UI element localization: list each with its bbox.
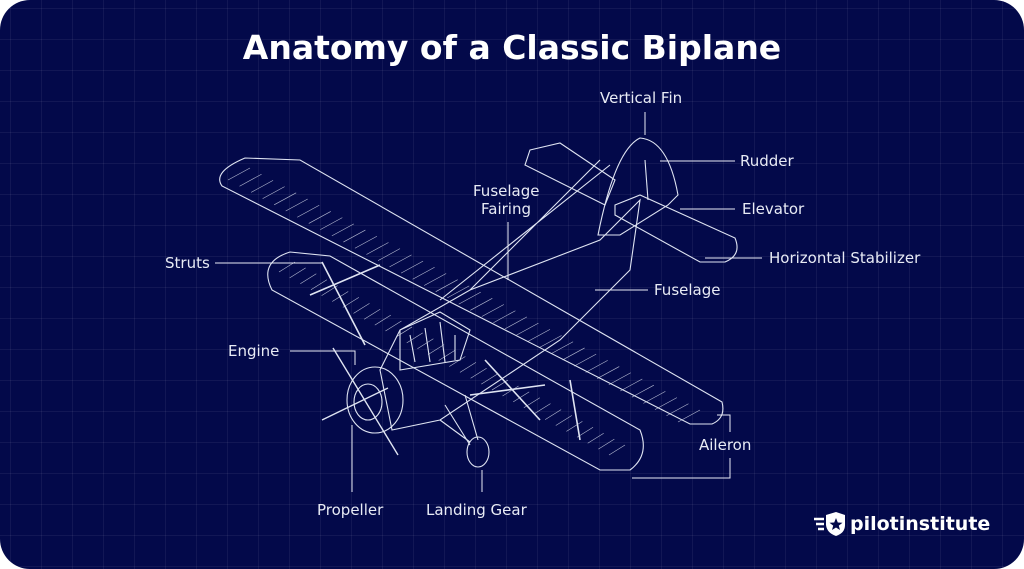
propeller	[321, 347, 399, 456]
wing-rib-line	[343, 229, 366, 243]
wing-rib-line	[527, 329, 551, 342]
upper-wing	[219, 157, 724, 425]
label-engine: Engine	[228, 342, 280, 360]
wing-rib-line	[406, 332, 423, 344]
wing-rib-line	[412, 267, 435, 280]
wing-rib-line	[598, 438, 615, 450]
wing-rib-line	[608, 444, 626, 456]
wing-rib-line	[534, 403, 551, 414]
page-title: Anatomy of a Classic Biplane	[242, 28, 782, 67]
wing-rib-line	[364, 308, 381, 320]
wing-rib-line	[289, 267, 306, 279]
wing-rib-line	[631, 384, 654, 398]
wing-rib-line	[377, 248, 401, 261]
wing-rib-line	[523, 397, 540, 409]
shield-star-icon	[814, 512, 845, 536]
wing-rib-line	[470, 368, 487, 379]
wing-rib-line	[481, 373, 498, 385]
wing-rib-line	[493, 310, 516, 323]
wing-rib-line	[677, 409, 701, 423]
wing-rib-line	[424, 273, 447, 286]
wing-rib-line	[308, 211, 331, 224]
wing-rib-line	[310, 279, 328, 290]
wing-rib-line	[374, 314, 391, 326]
wing-rib-line	[666, 403, 689, 417]
wing-rib-line	[597, 366, 620, 379]
wing-rib-line	[555, 415, 572, 426]
wing-rib-line	[227, 167, 251, 181]
wing-rib-line	[654, 397, 678, 410]
wing-rib-line	[587, 432, 604, 444]
label-struts: Struts	[165, 254, 210, 272]
wing-rib-line	[366, 242, 389, 255]
wing-rib-line	[274, 192, 297, 206]
wing-rib-line	[585, 360, 608, 373]
wing-rib-line	[417, 338, 434, 349]
wing-rib-line	[643, 391, 666, 404]
wing-rib-line	[354, 235, 378, 249]
label-fuselage: Fuselage	[654, 281, 721, 299]
wing-rib-line	[395, 326, 413, 338]
wing-rib-line	[550, 341, 574, 355]
wing-rib-line	[297, 204, 320, 218]
wing-rib-line	[331, 223, 354, 237]
wing-rib-line	[574, 353, 597, 367]
logo-text: pilotinstitute	[850, 513, 991, 535]
label-propeller: Propeller	[317, 501, 384, 519]
label-rudder: Rudder	[740, 152, 794, 170]
wing-rib-line	[278, 261, 296, 273]
wing-rib-line	[385, 320, 402, 332]
label-aileron: Aileron	[699, 436, 752, 454]
wing-rib-line	[470, 298, 493, 311]
wing-rib-line	[504, 316, 528, 330]
wing-rib-line	[300, 273, 317, 285]
wing-rib-line	[285, 198, 308, 212]
label-fuselage-fairing-line1: Fuselage	[473, 182, 540, 200]
wing-rib-line	[250, 180, 274, 193]
wing-rib-line	[353, 303, 370, 314]
wing-rib-line	[262, 186, 285, 199]
pilot-institute-logo: pilotinstitute	[812, 511, 990, 537]
wing-rib-line	[320, 217, 343, 230]
wing-rib-line	[608, 372, 631, 386]
label-landing-gear: Landing Gear	[426, 501, 527, 519]
label-fuselage-fairing-line2: Fairing	[481, 200, 531, 218]
wing-rib-line	[458, 291, 481, 305]
fuselage-body	[346, 159, 641, 434]
wing-rib-line	[516, 322, 539, 336]
label-horizontal-stabilizer: Horizontal Stabilizer	[769, 249, 921, 267]
label-vertical-fin: Vertical Fin	[600, 89, 683, 107]
wing-rib-line	[620, 378, 643, 392]
struts	[309, 261, 581, 441]
wing-rib-line	[427, 344, 445, 355]
wing-rib-line	[539, 335, 562, 348]
wing-rib-line	[447, 285, 470, 299]
wing-rib-line	[566, 421, 583, 432]
wing-rib-line	[481, 304, 504, 317]
wing-rib-line	[400, 260, 424, 274]
wing-rib-line	[544, 409, 562, 420]
landing-gear	[439, 394, 490, 468]
wing-rib-line	[389, 254, 412, 268]
wing-rib-line	[459, 362, 477, 373]
wing-rib-line	[239, 173, 262, 187]
wing-rib-line	[502, 385, 519, 397]
wing-rib-line	[513, 391, 530, 403]
leader-lines	[215, 112, 762, 492]
wing-rib-line	[438, 350, 455, 361]
wing-rib-line	[562, 347, 585, 361]
tail	[524, 137, 738, 263]
wing-rib-line	[449, 356, 466, 367]
label-elevator: Elevator	[742, 200, 805, 218]
wing-rib-line	[435, 279, 458, 292]
